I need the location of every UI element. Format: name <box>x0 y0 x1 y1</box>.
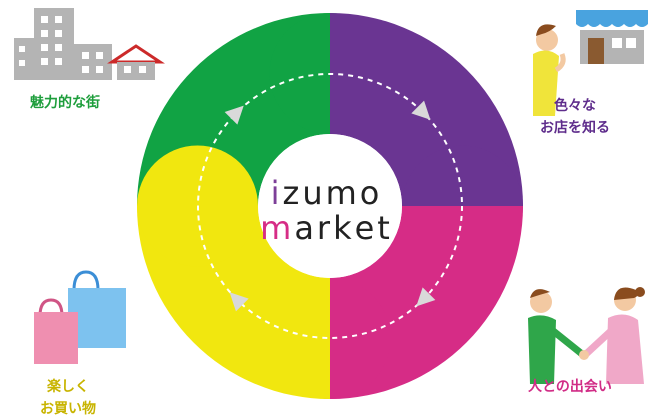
logo-letter: o <box>359 174 383 212</box>
cycle-arrow <box>224 105 244 125</box>
center-disc <box>258 134 402 278</box>
house-roof-icon <box>107 44 165 64</box>
logo-letter: z <box>282 174 303 212</box>
label-line: 魅力的な街 <box>30 95 100 111</box>
cycle-arrow <box>416 287 436 307</box>
shopping-bags-icon <box>34 270 126 364</box>
logo-letter: t <box>377 209 393 247</box>
label-line: 色々な <box>554 98 596 114</box>
label-line: お買い物 <box>40 401 96 417</box>
cycle-arrow <box>229 292 249 312</box>
logo-letter: e <box>354 209 378 247</box>
woman-thinking-icon <box>533 24 566 116</box>
logo-letter: i <box>270 174 283 212</box>
label-line: お店を知る <box>540 120 610 136</box>
logo-letter: m <box>260 209 295 247</box>
logo-letter: r <box>316 209 334 247</box>
handshake-people-icon <box>528 287 645 384</box>
logo-letter: k <box>333 209 355 247</box>
logo-letter: u <box>302 174 326 212</box>
label-know-various-stores: 色々なお店を知る <box>540 95 610 139</box>
label-line: 楽しく <box>47 379 89 395</box>
city-buildings-icon <box>14 8 165 80</box>
logo-line-market: market <box>0 209 653 247</box>
label-enjoy-shopping: 楽しくお買い物 <box>40 376 96 420</box>
logo-letter: m <box>325 174 360 212</box>
label-attractive-town: 魅力的な街 <box>30 92 100 114</box>
label-line: 人との出会い <box>528 379 612 395</box>
logo-letter: a <box>294 209 317 247</box>
logo-line-izumo: izumo <box>0 174 653 212</box>
label-meet-people: 人との出会い <box>528 376 612 398</box>
cycle-arrows <box>224 100 436 312</box>
cycle-arrow <box>411 100 431 120</box>
dashed-cycle-path <box>197 73 463 339</box>
storefront-icon <box>576 10 648 64</box>
